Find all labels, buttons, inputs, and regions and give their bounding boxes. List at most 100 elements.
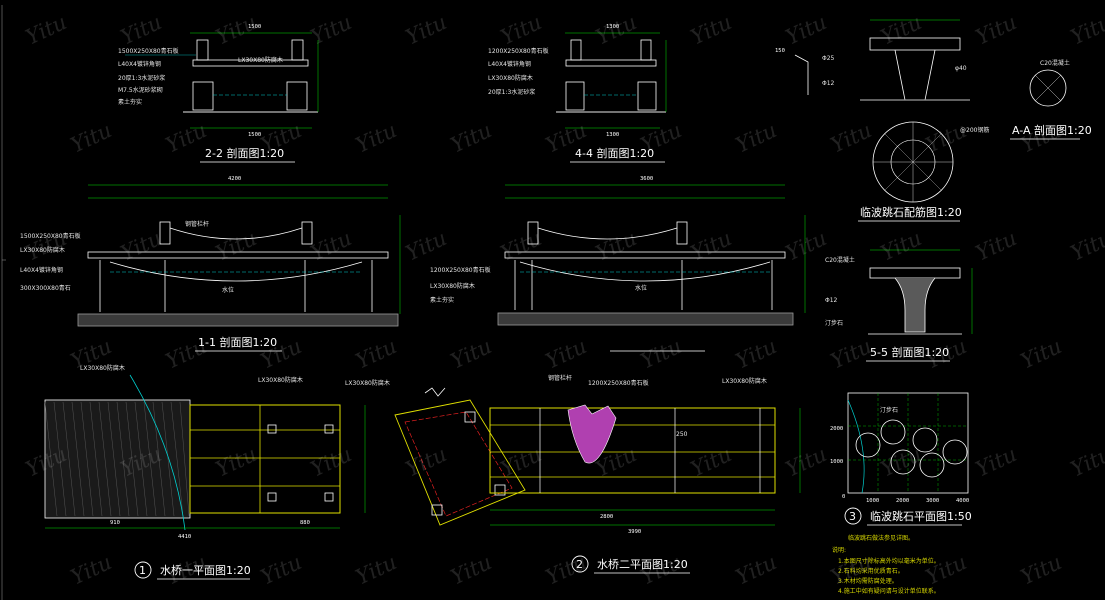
deck-slab — [87, 251, 389, 259]
axis-4000: 4000 — [956, 498, 969, 504]
section-2-2: 1500 1500 1500X250X80青石板 L40X4镀锌角钢 20厚1:… — [118, 24, 319, 163]
post-right — [301, 221, 313, 245]
foundation-hatch — [77, 313, 399, 327]
plan3-number-circle — [844, 507, 862, 525]
title-plan3: 临波跳石平面图1:50 — [870, 509, 972, 523]
label-plan2-a: 钢管栏杆 — [548, 374, 572, 382]
stone-4 — [912, 427, 938, 453]
label-stone: 300X300X80青石 — [20, 284, 71, 292]
dim-910: 910 — [110, 520, 120, 526]
hatch-line — [161, 401, 175, 517]
label-slab: 1500X250X80青石板 — [20, 232, 81, 240]
deck-slab — [192, 59, 309, 67]
post-left — [527, 221, 539, 245]
dim-4410: 4410 — [178, 534, 191, 540]
label-phi12: Φ12 — [822, 80, 835, 87]
straight-deck — [489, 407, 776, 494]
label-slab: 1200X250X80青石板 — [488, 47, 549, 55]
plan2-number: 2 — [576, 558, 583, 571]
profile-sketch — [794, 54, 809, 95]
abutment-right — [286, 81, 308, 111]
shore-curve — [847, 399, 865, 494]
label-plan1-c: LX30X80防腐木 — [345, 379, 390, 387]
note-1: 1.本图尺寸除标高外均以毫米为单位。 — [838, 557, 940, 565]
foundation-hatch — [497, 312, 794, 326]
hatch-line — [170, 401, 184, 517]
hatch-line — [62, 401, 76, 517]
deck-slab — [565, 59, 657, 67]
axis-1000: 1000 — [866, 498, 879, 504]
pier-1 — [267, 424, 277, 434]
label-wood: LX30X80防腐木 — [20, 246, 65, 254]
pier-3 — [267, 492, 277, 502]
note-3: 3.木材均需防腐处理。 — [838, 577, 898, 585]
plan-bridge-1: 4410 910 880 LX30X80防腐木 LX30X80防腐木 LX30X… — [44, 364, 390, 580]
detail-rebar-plan: @200钢筋 临波跳石配筋图1:20 — [858, 121, 989, 222]
plan-stepping-stones: 0 1000 2000 3000 4000 2000 1000 汀步石 3 临波… — [830, 392, 972, 526]
plan1-number: 1 — [139, 564, 146, 577]
break-line — [424, 387, 446, 397]
label-stone-type: 汀步石 — [880, 406, 898, 414]
axis-y-1000: 1000 — [830, 459, 843, 465]
label-angle: L40X4镀锌角钢 — [20, 266, 63, 274]
plan3-number: 3 — [849, 510, 856, 523]
label-plan1-a: LX30X80防腐木 — [80, 364, 125, 372]
dim-3990: 3990 — [628, 529, 641, 535]
label-phi12: Φ12 — [825, 297, 838, 304]
dim-150: 150 — [775, 48, 785, 54]
label-phi40: φ40 — [955, 65, 967, 72]
section-cut-red — [404, 411, 513, 517]
pier-c — [464, 411, 476, 423]
label-plan2-d: 250 — [676, 431, 688, 438]
railing-curve — [537, 227, 678, 240]
abutment-left — [565, 81, 585, 111]
detail-grid-2 — [884, 133, 942, 191]
dim-2800: 2800 — [600, 514, 613, 520]
section-5-5: C20混凝土 Φ12 汀步石 5-5 剖面图1:20 — [825, 249, 973, 362]
deck-slab — [504, 251, 786, 259]
note-2: 2.石料均采用优质青石。 — [838, 567, 904, 575]
label-mortar: 20厚1:3水泥砂浆 — [118, 74, 165, 82]
arch-curve — [109, 261, 363, 282]
hatch-line — [152, 401, 166, 517]
label-plan2-c: LX30X80防腐木 — [722, 377, 767, 385]
section-1-1: 4200 水位 1500X250X80青石板 LX30X80防腐木 L40X4镀… — [20, 176, 401, 352]
cap-stone — [869, 37, 961, 51]
title-plan1: 水桥一平面图1:20 — [160, 564, 251, 577]
label-soil: 素土夯实 — [430, 296, 454, 304]
stone-2 — [880, 419, 906, 445]
pier-body — [894, 277, 936, 333]
label-plan1-b: LX30X80防腐木 — [258, 376, 303, 384]
hatch-line — [107, 401, 121, 517]
hatch-line — [143, 401, 157, 517]
shoreline-curve — [129, 374, 186, 531]
pier-b — [494, 484, 506, 496]
title-detail: 临波跳石配筋图1:20 — [860, 205, 962, 219]
title-2-2: 2-2 剖面图1:20 — [205, 146, 284, 160]
label-wood: LX30X80防腐木 — [430, 282, 475, 290]
label-angle: L40X4镀锌角钢 — [488, 60, 531, 68]
paving-hatch — [44, 401, 190, 517]
label-soil: 素土夯实 — [118, 98, 142, 106]
rebar-circle — [1029, 69, 1067, 107]
title-a-a: A-A 剖面图1:20 — [1012, 123, 1092, 137]
stone-1 — [855, 432, 881, 458]
pier-a — [431, 504, 443, 516]
label-c20: C20混凝土 — [825, 256, 855, 264]
title-1-1: 1-1 剖面图1:20 — [198, 335, 277, 349]
hatch-line — [98, 401, 112, 517]
note-extra: 临波跳石做法参见详图。 — [848, 534, 914, 542]
hatch-line — [53, 401, 67, 517]
dim-1500-top: 1500 — [248, 24, 261, 30]
title-5-5: 5-5 剖面图1:20 — [870, 345, 949, 359]
abutment-left — [192, 81, 214, 111]
label-stone: 汀步石 — [825, 319, 843, 327]
abutment-right — [637, 81, 657, 111]
stone-3 — [890, 449, 916, 475]
section-a-a: 150 Φ25 Φ12 φ40 C20混凝土 A-A 剖面图1:20 — [775, 19, 1092, 140]
note-heading: 说明: — [832, 546, 846, 554]
dim-1300-top: 1300 — [606, 24, 619, 30]
post-left — [159, 221, 171, 245]
section-4-4: 1300 1300 1200X250X80青石板 L40X4镀锌角钢 LX30X… — [488, 24, 667, 163]
